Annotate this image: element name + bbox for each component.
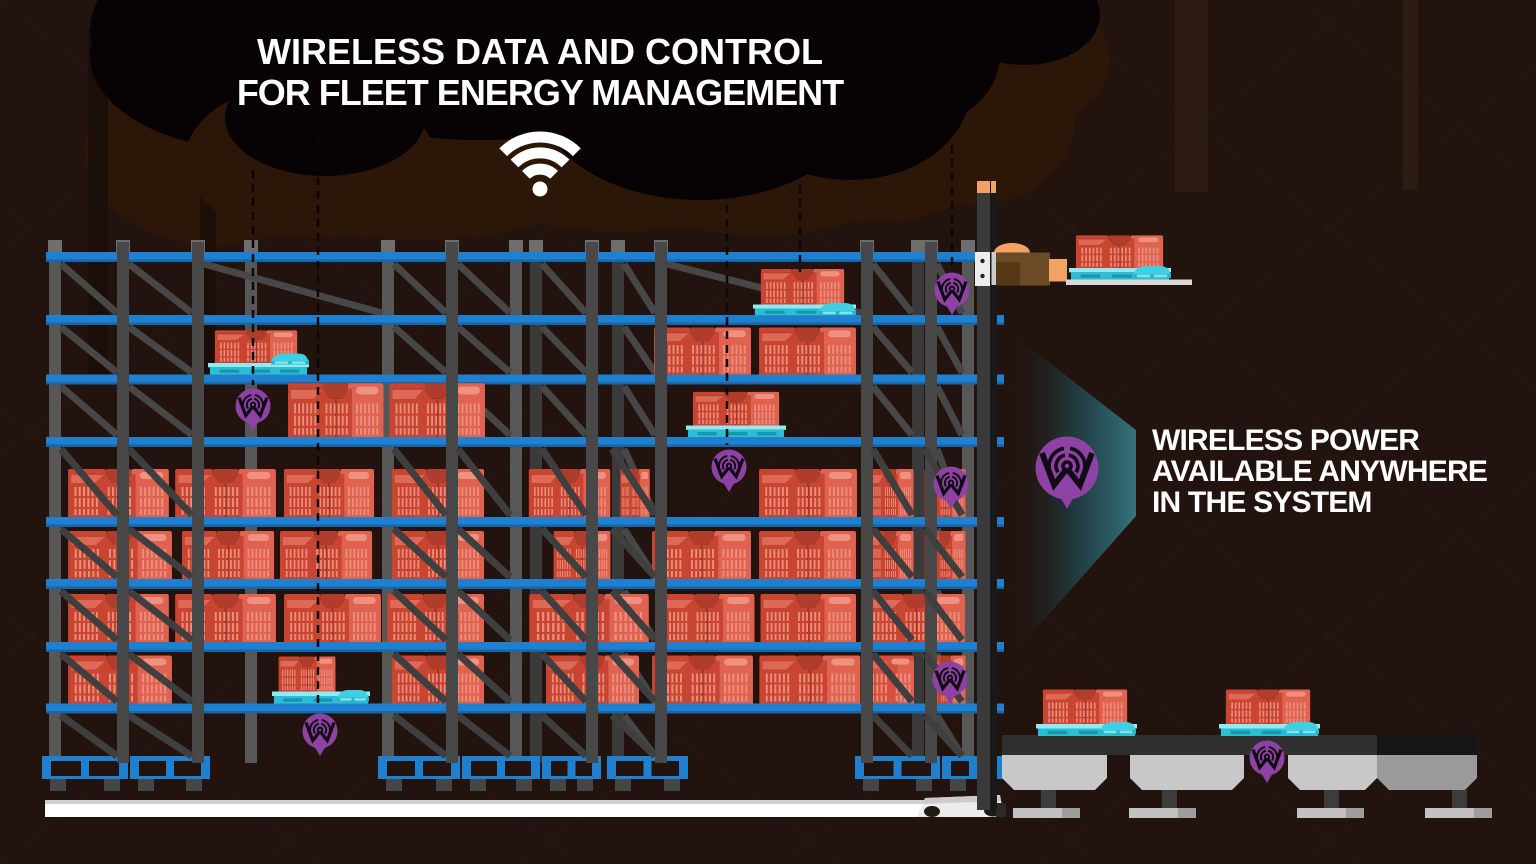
svg-text:WIRELESS DATA AND CONTROL: WIRELESS DATA AND CONTROL xyxy=(257,31,823,72)
svg-text:FOR FLEET ENERGY MANAGEMENT: FOR FLEET ENERGY MANAGEMENT xyxy=(237,72,844,113)
svg-text:AVAILABLE ANYWHERE: AVAILABLE ANYWHERE xyxy=(1152,455,1487,488)
svg-text:WIRELESS POWER: WIRELESS POWER xyxy=(1152,424,1420,457)
svg-text:IN THE SYSTEM: IN THE SYSTEM xyxy=(1152,486,1372,519)
